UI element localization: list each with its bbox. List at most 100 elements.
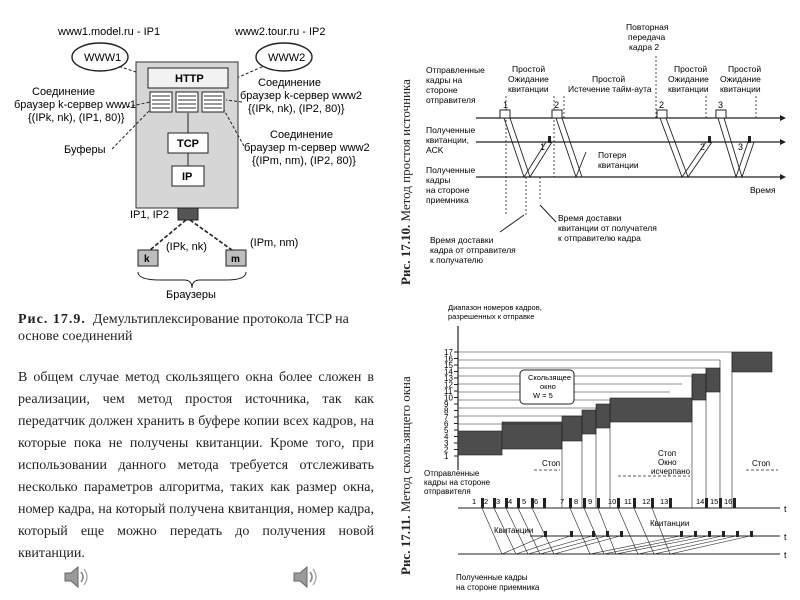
conn-kw2-label-3: {(IPk, nk), (IP2, 80)}: [248, 103, 345, 115]
f10-ack-3-label: 3: [738, 142, 743, 152]
browser-m-address: (IPm, nm): [250, 237, 298, 249]
conn-k-label-1: Соединение: [32, 86, 95, 98]
f11-ytick-label: 15: [444, 361, 453, 370]
figure-17-11-caption-prefix: Рис. 17.11.: [398, 515, 413, 575]
browsers-label: Браузеры: [166, 289, 216, 300]
f11-ytick-label: 13: [444, 374, 453, 383]
http-label: HTTP: [175, 73, 204, 85]
www1-label: WWW1: [84, 52, 121, 64]
f11-window-label-3: W = 5: [533, 391, 553, 400]
f10-delivery2-2: квитанции от получателя: [558, 223, 657, 233]
body-paragraph: В общем случае метод скользящего окна бо…: [18, 370, 374, 561]
f11-t2: t: [784, 532, 787, 542]
figure-17-10-caption-prefix: Рис. 17.10.: [398, 224, 413, 285]
f11-frame-label: 6: [534, 497, 538, 506]
f11-stop3: Стоп: [752, 459, 770, 468]
f11-window-bars: [457, 351, 773, 456]
buffers-label: Буферы: [64, 144, 106, 156]
f10-idle2-1: Простой: [592, 74, 625, 84]
f11-ytick-label: 4: [444, 433, 449, 442]
f10-time-label: Время: [750, 185, 776, 195]
f11-stop2-3: исчерпано: [651, 467, 691, 476]
f11-ytick-label: 11: [444, 387, 453, 396]
f10-frame-3-label: 3: [718, 100, 723, 110]
f11-recv-label-1: Полученные кадры: [456, 573, 528, 582]
figure-17-10: Отправленные кадры на стороне отправител…: [426, 22, 786, 265]
tcp-label: TCP: [177, 138, 199, 150]
figure-17-11: Диапазон номеров кадров, разрешенных к о…: [424, 303, 787, 592]
f10-loss-2: квитанции: [598, 160, 639, 170]
f11-window-label-2: окно: [540, 382, 556, 391]
f10-resend-1: Повторная: [626, 22, 669, 32]
figure-17-9-caption: Рис. 17.9. Демультиплексирование протоко…: [18, 311, 388, 345]
f10-resend-2: передача: [628, 32, 666, 42]
f11-ytick-label: 3: [444, 439, 449, 448]
f11-frame-mark: [669, 498, 672, 508]
f11-frame-label: 4: [508, 497, 512, 506]
figure-17-11-caption-text: Метод скользящего окна: [398, 376, 413, 513]
f11-ytick-label: 8: [444, 407, 449, 416]
f10-frame-3: [715, 109, 727, 119]
figure-17-9: www1.model.ru - IP1 www2.tour.ru - IP2 W…: [14, 26, 370, 300]
http-block: [147, 67, 229, 89]
f11-t1: t: [784, 504, 787, 514]
f10-idle1-1: Простой: [512, 64, 545, 74]
ip12-label: IP1, IP2: [130, 209, 169, 221]
f11-frame-mark: [633, 498, 636, 508]
f11-stop1: Стоп: [542, 459, 560, 468]
f10-ack-label-2: квитанции,: [426, 135, 469, 145]
f10-recv-label-2: кадры: [426, 175, 450, 185]
ip-label: IP: [182, 171, 192, 183]
f10-delivery1-1: Время доставки: [430, 235, 494, 245]
f11-ytick-label: 17: [444, 348, 453, 357]
f11-frame-label: 7: [560, 497, 564, 506]
f11-sent-label-3: отправителя: [424, 487, 471, 496]
f11-frame-mark: [543, 498, 546, 508]
f11-frame-mark: [733, 498, 736, 508]
f10-idle1-3: квитанции: [508, 84, 549, 94]
f10-delivery2-1: Время доставки: [558, 213, 622, 223]
f11-ack-label-2: Квитанции: [650, 519, 689, 528]
f11-frame-label: 3: [496, 497, 500, 506]
f11-ack-label-1: Квитанции: [494, 526, 533, 535]
f10-frame-2-resend: [656, 109, 668, 119]
f11-frame-label: 1: [472, 497, 476, 506]
host2-label: www2.tour.ru - IP2: [234, 26, 325, 38]
f11-frame-label: 2: [484, 497, 488, 506]
f11-frame-label: 11: [624, 497, 632, 506]
f11-frame-label: 9: [588, 497, 592, 506]
f10-idle4-2: Ожидание: [720, 74, 761, 84]
browser-k-label: k: [144, 254, 150, 265]
f10-recv-label-4: приемника: [426, 195, 469, 205]
f10-recv-label-3: на стороне: [426, 185, 470, 195]
f11-ytick-label: 9: [444, 400, 449, 409]
f11-frame-mark: [597, 498, 600, 508]
f10-frame-1: [499, 109, 511, 119]
conn-kw2-label-2: браузер k-сервер www2: [240, 90, 362, 102]
f11-frame-mark: [583, 498, 586, 508]
f11-ytick-label: 16: [444, 355, 453, 364]
f11-sent-label-2: кадры на стороне: [424, 478, 491, 487]
figure-17-9-caption-text: Демультиплексирование протокола TCP на о…: [18, 312, 349, 344]
speaker-icon-2[interactable]: [291, 563, 319, 591]
www1-oval: [71, 42, 129, 72]
network-port: [177, 207, 199, 221]
f11-ytick-label: 12: [444, 381, 453, 390]
f10-sent-label-4: отправителя: [426, 95, 476, 105]
f11-frame-mark: [505, 498, 508, 508]
f11-stop2-1: Стоп: [658, 449, 676, 458]
f10-delivery1-3: к получателю: [430, 255, 484, 265]
speaker-icon[interactable]: [62, 563, 90, 591]
f11-ytick-label: 1: [444, 452, 449, 461]
buffer-2: [175, 91, 199, 113]
f11-frame-mark: [651, 498, 654, 508]
f11-frame-mark: [531, 498, 534, 508]
figure-17-10-caption: Рис. 17.10. Метод простоя источника: [398, 79, 414, 285]
f10-idle3-3: квитанции: [668, 84, 709, 94]
figure-17-9-caption-prefix: Рис. 17.9.: [18, 312, 86, 327]
f10-sent-label-3: стороне: [426, 85, 458, 95]
conn-m-label-1: Соединение: [270, 129, 333, 141]
www2-label: WWW2: [268, 52, 305, 64]
f11-frame-label: 5: [522, 497, 526, 506]
f11-ytick-label: 7: [444, 413, 449, 422]
